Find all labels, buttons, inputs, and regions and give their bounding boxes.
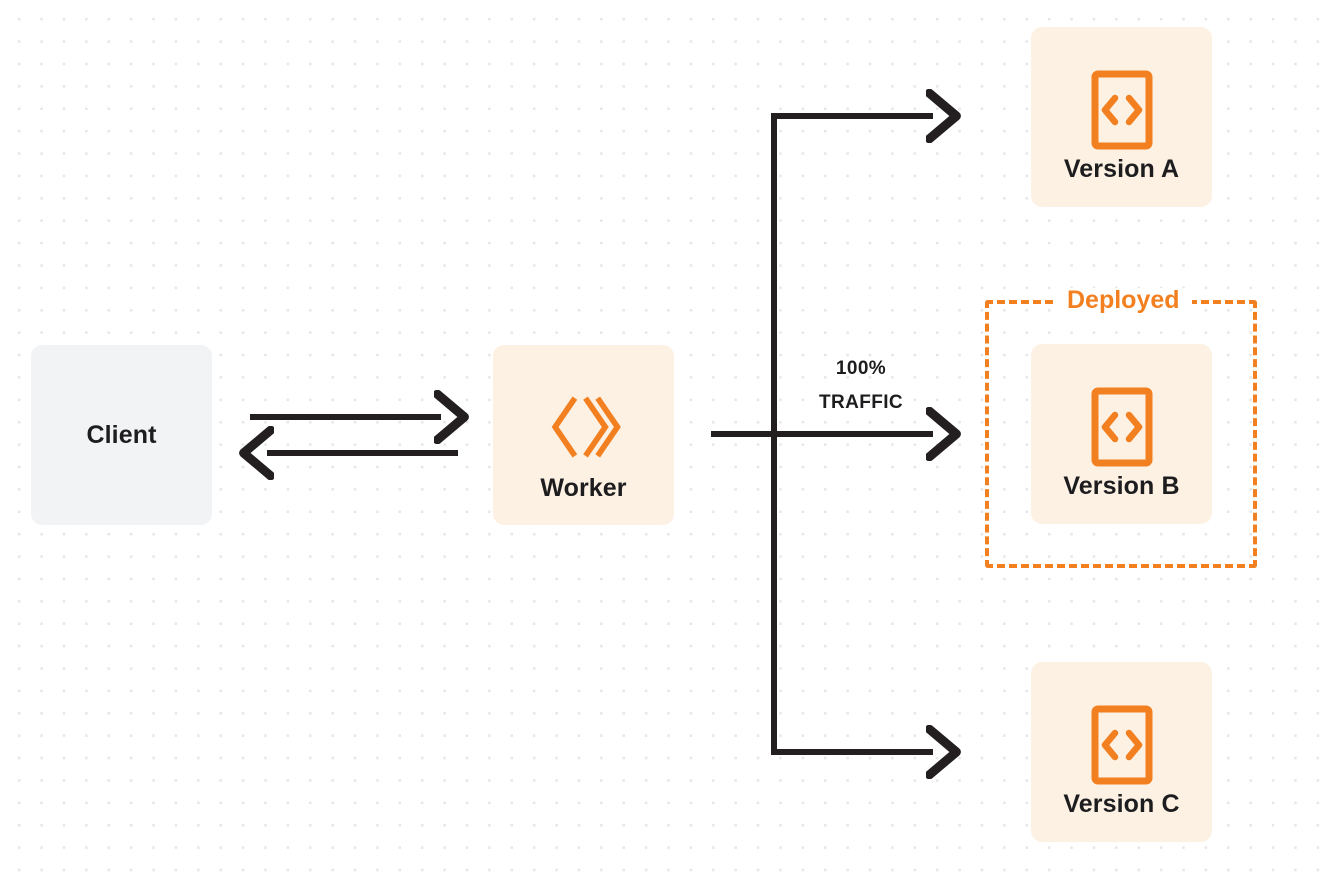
node-client[interactable]: Client	[31, 345, 212, 525]
code-file-icon	[1091, 387, 1153, 467]
node-version-a[interactable]: Version A	[1031, 27, 1212, 207]
node-version-c[interactable]: Version C	[1031, 662, 1212, 842]
traffic-label-word: TRAFFIC	[818, 391, 904, 413]
node-version-c-label: Version C	[1063, 790, 1180, 818]
code-file-icon	[1091, 70, 1153, 150]
node-version-b-label: Version B	[1063, 472, 1180, 500]
group-deployed-label: Deployed	[1055, 288, 1192, 313]
cloudflare-workers-icon	[546, 389, 622, 465]
traffic-label-percent: 100%	[835, 358, 887, 379]
node-version-b[interactable]: Version B	[1031, 344, 1212, 524]
node-client-label: Client	[86, 420, 157, 449]
node-version-a-label: Version A	[1063, 155, 1180, 183]
code-file-icon	[1091, 705, 1153, 785]
traffic-label: 100% TRAFFIC	[771, 352, 951, 420]
node-worker-label: Worker	[540, 474, 627, 502]
node-worker[interactable]: Worker	[493, 345, 674, 525]
